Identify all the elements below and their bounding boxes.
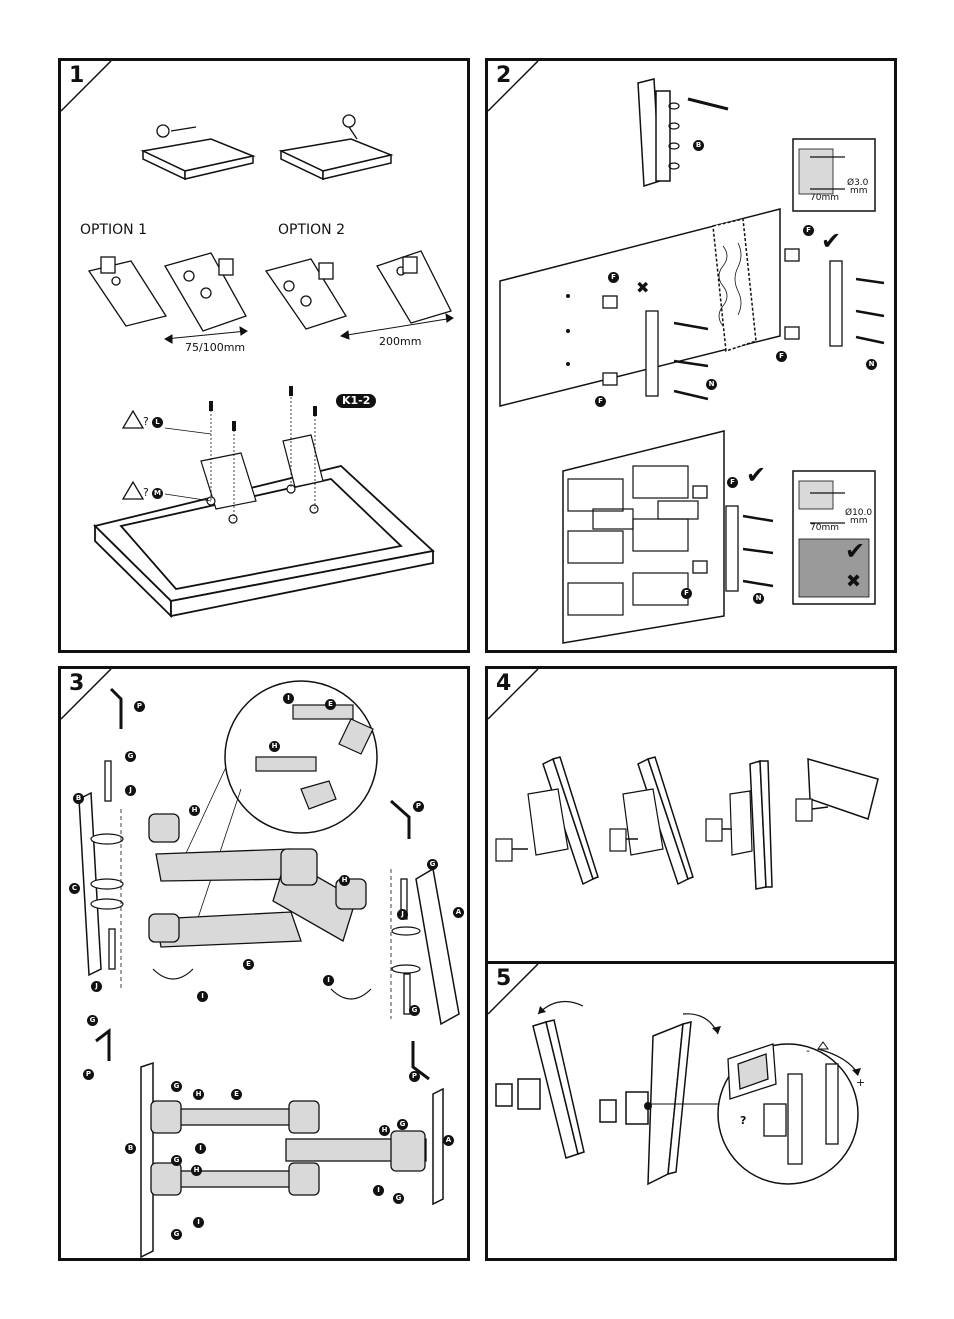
option-1-label: OPTION 1 (80, 222, 147, 238)
part-letter-G-2: G (87, 1015, 98, 1026)
step-number: 1 (69, 63, 85, 88)
step-2-illustration (499, 78, 885, 644)
step-number-corner (61, 61, 112, 112)
step-4-panel: 4 (485, 666, 897, 966)
part-letter-N-2: N (866, 359, 877, 370)
step-5-panel: 5 ? (485, 961, 897, 1261)
step-number-corner (488, 61, 539, 112)
option-2-label: OPTION 2 (278, 222, 345, 238)
correct-check-icon-3: ✔ (845, 537, 866, 565)
step-number: 2 (496, 63, 512, 88)
dimension-200mm: 200mm (379, 335, 422, 348)
screw-kit-badge: K1-2 (336, 394, 377, 408)
step-3-panel: 3 (58, 666, 470, 1261)
part-letter-I-5: I (373, 1185, 384, 1196)
part-letter-G-8: G (393, 1193, 404, 1204)
step-1-illustration (87, 114, 454, 619)
part-letter-A-2: A (443, 1135, 454, 1146)
brick-hole-diameter: Ø10.0 (845, 508, 873, 518)
part-letter-J-2: J (91, 981, 102, 992)
step-3-illustration (78, 680, 460, 1258)
part-letter-P-1: P (134, 701, 145, 712)
wrong-cross-icon: ✖ (636, 278, 650, 297)
tension-minus-sign: - (806, 1044, 810, 1057)
part-letter-I-1: I (197, 991, 208, 1002)
part-letter-H-1: H (189, 805, 200, 816)
step-number-corner (488, 669, 539, 720)
part-letter-H-4: H (193, 1089, 204, 1100)
part-letter-I-6: I (193, 1217, 204, 1228)
wood-hole-unit: mm (850, 186, 868, 196)
part-letter-I-4: I (195, 1143, 206, 1154)
part-letter-A-1: A (453, 907, 464, 918)
part-letter-F-2: F (608, 272, 619, 283)
part-letter-B-1: B (73, 793, 84, 804)
part-letter-F-1: F (803, 225, 814, 236)
part-letter-P-2: P (83, 1069, 94, 1080)
brick-hole-depth: 70mm (810, 523, 839, 533)
part-letter-J-3: J (397, 909, 408, 920)
part-letter-C-1: C (69, 883, 80, 894)
part-letter-H-6: H (379, 1125, 390, 1136)
wood-hole-diameter: Ø3.0 (847, 178, 869, 188)
part-letter-P-3: P (413, 801, 424, 812)
part-letter-E-1: E (243, 959, 254, 970)
part-letter-F-5: F (727, 477, 738, 488)
dimension-75-100mm: 75/100mm (185, 341, 246, 354)
part-letter-L: L (152, 417, 163, 428)
part-letter-E-2: E (325, 699, 336, 710)
step-number: 4 (496, 671, 512, 696)
part-letter-I-3: I (323, 975, 334, 986)
step-number-corner (61, 669, 112, 720)
part-letter-N-3: N (753, 593, 764, 604)
part-letter-G-1: G (125, 751, 136, 762)
tension-plus-sign: + (856, 1076, 866, 1089)
part-letter-H-5: H (191, 1165, 202, 1176)
brick-hole-unit: mm (850, 516, 868, 526)
part-letter-G-6: G (171, 1155, 182, 1166)
part-letter-E-3: E (231, 1089, 242, 1100)
part-letter-G-3: G (427, 859, 438, 870)
part-letter-I-2: I (283, 693, 294, 704)
part-letter-P-4: P (409, 1071, 420, 1082)
part-letter-B-2: B (125, 1143, 136, 1154)
part-letter-F-3: F (776, 351, 787, 362)
part-letter-M: M (152, 488, 163, 499)
part-letter-H-3: H (339, 875, 350, 886)
step-number: 3 (69, 671, 85, 696)
part-letter-G-4: G (409, 1005, 420, 1016)
warning-question-mark-2: ? (143, 486, 149, 499)
tilt-question-mark: ? (740, 1114, 747, 1127)
wrong-cross-icon-2: ✖ (846, 571, 862, 592)
step-4-illustration (495, 756, 879, 890)
part-letter-G-7: G (397, 1119, 408, 1130)
step-number: 5 (496, 966, 512, 991)
part-letter-B: B (693, 140, 704, 151)
part-letter-J-1: J (125, 785, 136, 796)
step-2-panel: 2 (485, 58, 897, 653)
step-5-illustration (495, 1000, 861, 1186)
part-letter-F-6: F (681, 588, 692, 599)
part-letter-F-4: F (595, 396, 606, 407)
correct-check-icon: ✔ (821, 227, 842, 255)
part-letter-H-2: H (269, 741, 280, 752)
part-letter-N-1: N (706, 379, 717, 390)
wood-hole-depth: 70mm (810, 193, 839, 203)
step-number-corner (488, 964, 539, 1015)
warning-question-mark: ? (143, 415, 149, 428)
part-letter-G-5: G (171, 1081, 182, 1092)
part-letter-G-9: G (171, 1229, 182, 1240)
correct-check-icon-2: ✔ (746, 461, 767, 489)
step-1-panel: 1 (58, 58, 470, 653)
